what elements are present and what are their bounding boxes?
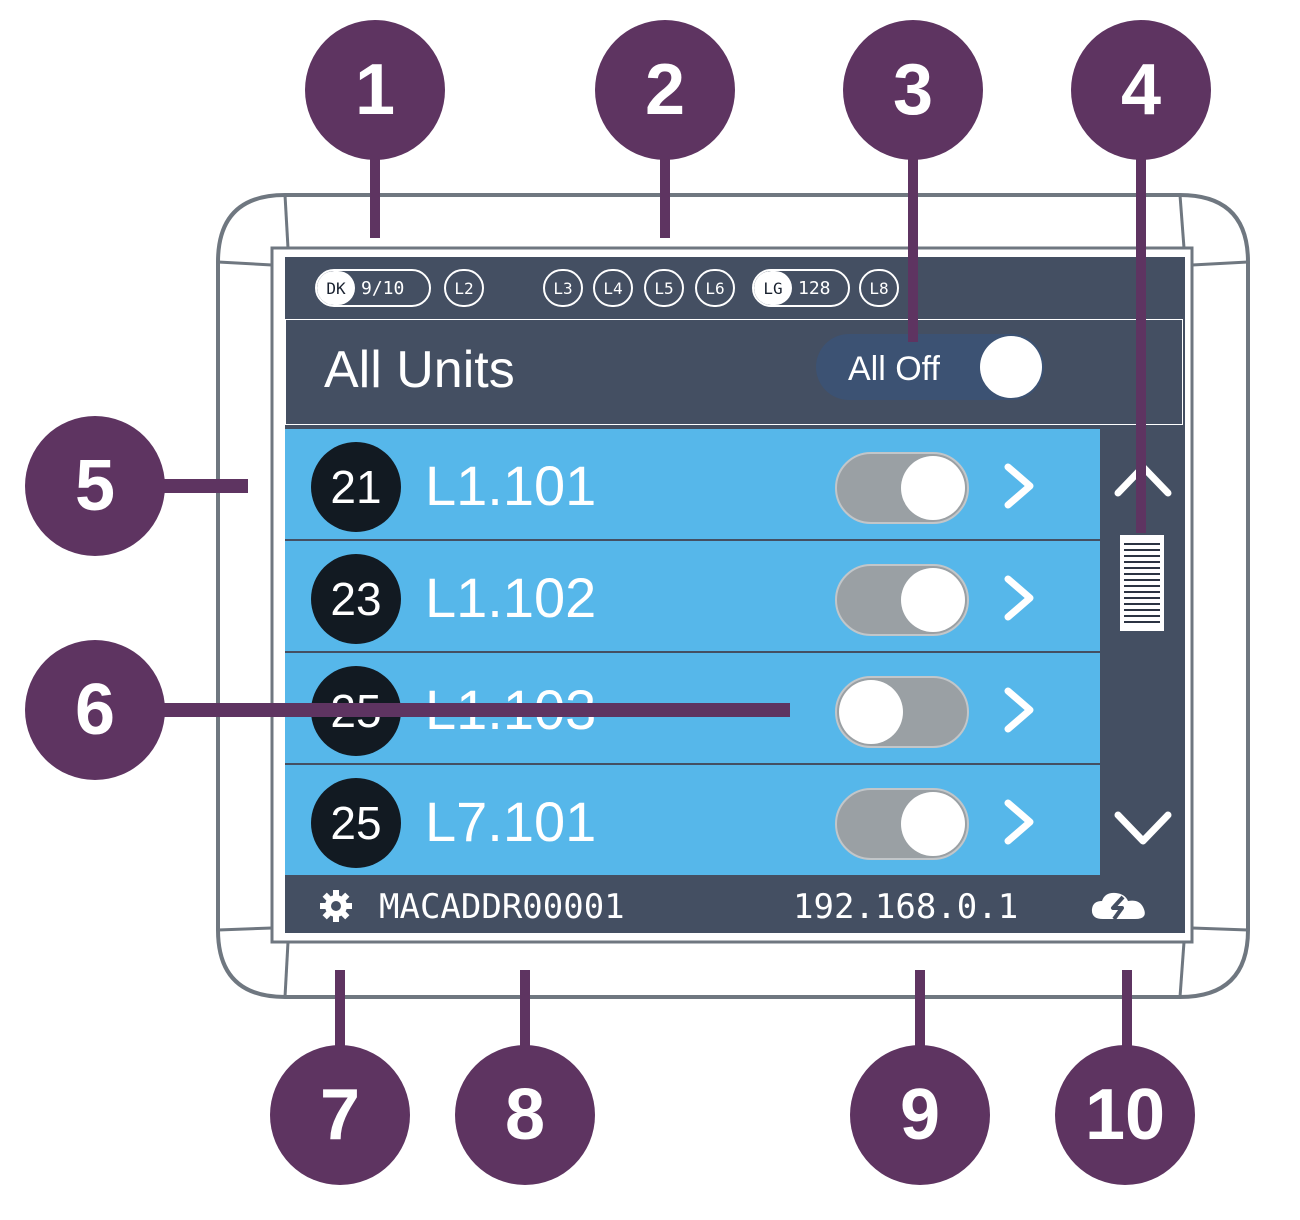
- chip-label: L6: [705, 278, 725, 298]
- scroll-thumb-grip: [1124, 573, 1160, 575]
- chevron-right-icon[interactable]: [1000, 573, 1040, 623]
- chip-tag: LG: [754, 271, 792, 305]
- status-chip-l2[interactable]: L2: [444, 269, 484, 307]
- callout-leader-2: [660, 150, 670, 238]
- chip-value: 9/10: [361, 277, 405, 299]
- unit-toggle[interactable]: [835, 452, 969, 524]
- callout-10: 10: [1055, 1045, 1195, 1185]
- scroll-thumb-grip: [1124, 591, 1160, 593]
- callout-leader-9: [915, 970, 925, 1050]
- unit-name: L1.102: [425, 566, 597, 629]
- scroll-thumb-grip: [1124, 579, 1160, 581]
- callout-leader-5: [160, 479, 248, 493]
- status-chip-l3[interactable]: L3: [543, 269, 583, 307]
- status-chip-l4[interactable]: L4: [593, 269, 633, 307]
- callout-leader-3: [908, 150, 918, 342]
- toggle-knob: [839, 680, 903, 744]
- scroll-thumb[interactable]: [1120, 535, 1164, 631]
- callout-8: 8: [455, 1045, 595, 1185]
- chip-label: L8: [869, 278, 889, 298]
- status-chip-l5[interactable]: L5: [644, 269, 684, 307]
- callout-3: 3: [843, 20, 983, 160]
- scroll-thumb-grip: [1124, 549, 1160, 551]
- chip-label: L2: [454, 278, 474, 298]
- status-chip-dk[interactable]: DK 9/10: [315, 269, 431, 307]
- unit-row[interactable]: 23 L1.102: [285, 541, 1100, 651]
- chip-value: 128: [798, 277, 831, 299]
- unit-number-badge: 25: [311, 778, 401, 868]
- callout-leader-8: [520, 970, 530, 1050]
- chevron-down-icon[interactable]: [1112, 809, 1174, 849]
- callout-6: 6: [25, 640, 165, 780]
- status-chip-l8[interactable]: L8: [859, 269, 899, 307]
- callout-leader-10: [1122, 970, 1132, 1050]
- unit-number-badge: 23: [311, 554, 401, 644]
- unit-name: L1.101: [425, 454, 597, 517]
- callout-leader-4: [1136, 150, 1146, 533]
- header: All Units All Off: [285, 319, 1183, 425]
- scroll-thumb-grip: [1124, 543, 1160, 545]
- toggle-knob: [901, 792, 965, 856]
- unit-toggle[interactable]: [835, 788, 969, 860]
- scroll-thumb-grip: [1124, 585, 1160, 587]
- scrollbar[interactable]: [1100, 429, 1185, 877]
- device-screen: DK 9/10 L2 L3 L4 L5 L6 LG 128 L8 All Uni…: [285, 257, 1185, 933]
- scroll-thumb-grip: [1124, 561, 1160, 563]
- callout-leader-6: [160, 703, 790, 717]
- mac-address: MACADDR00001: [379, 887, 625, 927]
- callout-leader-1: [370, 150, 380, 238]
- callout-5: 5: [25, 416, 165, 556]
- unit-toggle[interactable]: [835, 564, 969, 636]
- chip-label: L5: [654, 278, 674, 298]
- toggle-knob: [980, 336, 1042, 398]
- chip-label: L3: [553, 278, 573, 298]
- unit-toggle[interactable]: [835, 676, 969, 748]
- scroll-thumb-grip: [1124, 615, 1160, 617]
- unit-number-badge: 21: [311, 442, 401, 532]
- unit-name: L7.101: [425, 790, 597, 853]
- chip-tag: DK: [317, 271, 355, 305]
- footer-bar: MACADDR00001 192.168.0.1: [285, 877, 1185, 933]
- ip-address: 192.168.0.1: [793, 887, 1019, 927]
- unit-list: 21 L1.101 23 L1.102 25 L1.103 25 L7.101: [285, 429, 1100, 877]
- scroll-thumb-grip: [1124, 597, 1160, 599]
- status-bar: DK 9/10 L2 L3 L4 L5 L6 LG 128 L8: [285, 257, 1185, 319]
- callout-leader-7: [335, 970, 345, 1050]
- toggle-knob: [901, 568, 965, 632]
- callout-1: 1: [305, 20, 445, 160]
- all-off-label: All Off: [848, 350, 940, 388]
- scroll-thumb-grip: [1124, 609, 1160, 611]
- scroll-thumb-grip: [1124, 603, 1160, 605]
- unit-row[interactable]: 25 L7.101: [285, 765, 1100, 875]
- chip-label: L4: [603, 278, 623, 298]
- status-chip-lg[interactable]: LG 128: [752, 269, 850, 307]
- callout-4: 4: [1071, 20, 1211, 160]
- callout-7: 7: [270, 1045, 410, 1185]
- unit-row[interactable]: 21 L1.101: [285, 429, 1100, 539]
- callout-2: 2: [595, 20, 735, 160]
- scroll-thumb-grip: [1124, 555, 1160, 557]
- scroll-thumb-grip: [1124, 567, 1160, 569]
- scroll-thumb-grip: [1124, 621, 1160, 623]
- chevron-right-icon[interactable]: [1000, 797, 1040, 847]
- cloud-lightning-icon: [1091, 892, 1145, 921]
- callout-9: 9: [850, 1045, 990, 1185]
- status-chip-l6[interactable]: L6: [695, 269, 735, 307]
- chevron-right-icon[interactable]: [1000, 685, 1040, 735]
- page-title: All Units: [324, 341, 515, 399]
- chevron-right-icon[interactable]: [1000, 461, 1040, 511]
- toggle-knob: [901, 456, 965, 520]
- gear-icon[interactable]: [319, 889, 353, 923]
- all-off-toggle[interactable]: All Off: [816, 334, 1044, 400]
